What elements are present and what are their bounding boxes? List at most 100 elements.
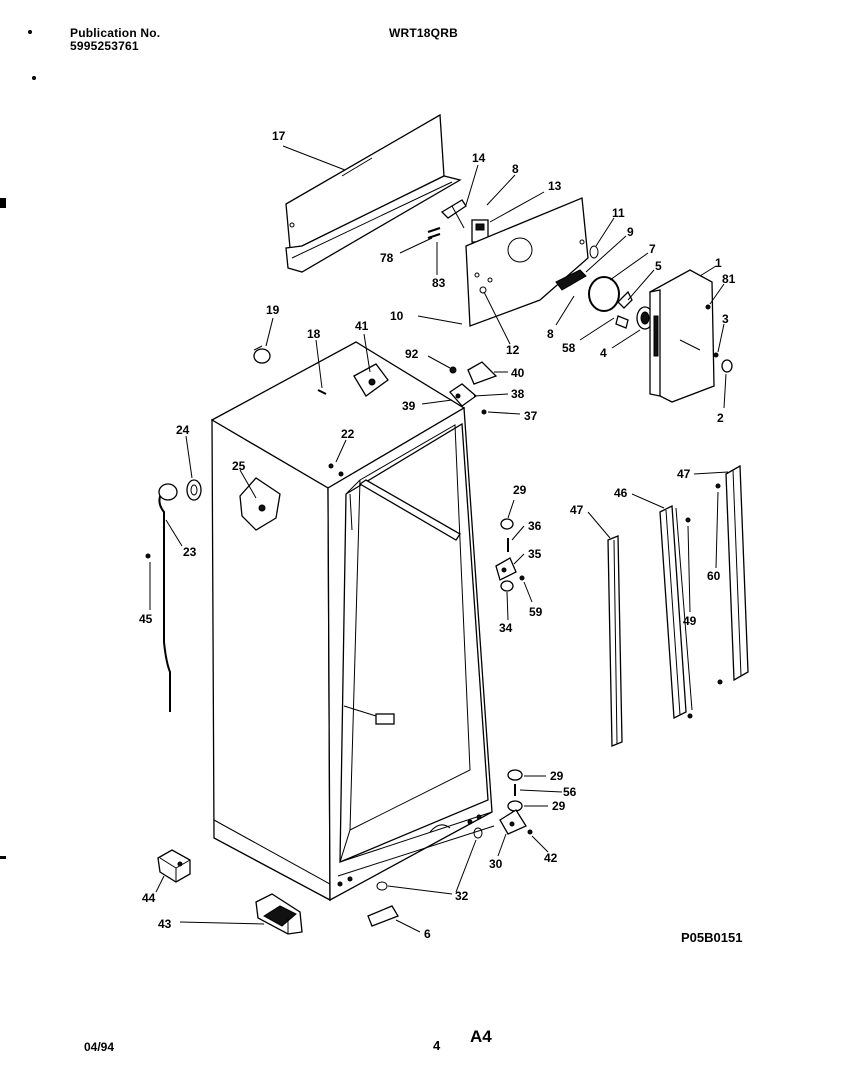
part-25-plate: [239, 477, 281, 531]
cabinet-shell: [210, 341, 495, 902]
callout-3: 3: [722, 312, 729, 326]
leader-58: [579, 317, 615, 341]
part-6-strip: [367, 905, 399, 927]
callout-1: 1: [715, 256, 722, 270]
callout-10: 10: [390, 309, 404, 323]
callout-7: 7: [649, 242, 656, 256]
callout-43: 43: [158, 917, 172, 931]
publication-block: Publication No. 5995253761: [70, 27, 160, 53]
leader-32a: [455, 839, 477, 893]
leader-3: [717, 323, 725, 353]
scan-mark: [0, 856, 6, 859]
callout-78: 78: [380, 251, 394, 265]
part-17-top-cover: [285, 113, 462, 273]
callout-46: 46: [614, 486, 628, 500]
leader-8b: [555, 295, 575, 326]
leader-1: [699, 265, 717, 277]
part-44-block: [157, 849, 191, 883]
callout-2: 2: [717, 411, 724, 425]
leader-49: [687, 525, 691, 613]
leader-29a: [507, 499, 515, 519]
callout-24: 24: [176, 423, 190, 437]
callout-32: 32: [455, 889, 469, 903]
callout-30: 30: [489, 857, 503, 871]
callout-34: 34: [499, 621, 513, 635]
callout-45: 45: [139, 612, 153, 626]
callout-49: 49: [683, 614, 697, 628]
callout-9: 9: [627, 225, 634, 239]
callout-58: 58: [562, 341, 576, 355]
part-37-screw: [481, 409, 487, 415]
leader-19: [265, 317, 274, 347]
leader-5: [627, 269, 655, 301]
callout-11: 11: [612, 206, 625, 220]
leader-39: [421, 399, 453, 405]
callout-60: 60: [707, 569, 721, 583]
scan-speck: [32, 76, 36, 80]
callout-12: 12: [506, 343, 520, 357]
part-43-bracket: [255, 893, 303, 935]
publication-number: 5995253761: [70, 39, 139, 53]
callout-5: 5: [655, 259, 662, 273]
part-29-bushing-upper: [500, 518, 514, 530]
footer-page-number: 4: [433, 1038, 441, 1053]
part-3-screw: [713, 352, 719, 358]
diagram-code: P05B0151: [681, 930, 743, 945]
callout-83: 83: [432, 276, 446, 290]
callout-23: 23: [183, 545, 197, 559]
part-92-screw: [449, 366, 457, 374]
part-24-washer: [186, 479, 202, 501]
part-5-fan-blade: [615, 290, 633, 329]
part-14-bracket: [440, 199, 467, 229]
part-49-screws: [685, 517, 693, 719]
callout-18: 18: [307, 327, 321, 341]
footer-sheet-id: A4: [470, 1027, 492, 1046]
footer-date: 04/94: [84, 1040, 115, 1054]
leader-4: [611, 329, 641, 349]
part-45-screw: [145, 553, 151, 559]
part-1-control-housing: [649, 269, 715, 403]
callout-13: 13: [548, 179, 562, 193]
callout-29b: 29: [550, 769, 564, 783]
part-32-ring-lower: [376, 881, 388, 891]
callout-29c: 29: [552, 799, 566, 813]
model-number: WRT18QRB: [389, 26, 458, 40]
leader-92: [427, 355, 451, 369]
callout-37: 37: [524, 409, 538, 423]
callout-14: 14: [472, 151, 486, 165]
callout-29a: 29: [513, 483, 527, 497]
leader-81: [709, 283, 725, 305]
leader-37: [487, 411, 521, 415]
part-60-screws: [715, 483, 723, 685]
part-23-tube: [158, 483, 178, 712]
part-40-hinge-cover: [467, 361, 498, 385]
leader-12: [483, 291, 511, 345]
callout-4: 4: [600, 346, 607, 360]
leader-78: [399, 237, 433, 254]
callout-8a: 8: [512, 162, 519, 176]
leader-36: [511, 525, 525, 541]
part-34-washer: [500, 580, 514, 592]
part-9-motor-bracket: [555, 269, 587, 291]
part-30-bottom-hinge: [499, 809, 527, 835]
callout-47b: 47: [677, 467, 691, 481]
scan-speck: [28, 30, 32, 34]
part-41-bracket: [353, 363, 389, 397]
part-29-bushing-lower-1: [507, 769, 523, 781]
part-2-knob: [721, 359, 733, 373]
callout-22: 22: [341, 427, 355, 441]
part-46-gasket: [659, 504, 693, 720]
leader-8a: [486, 174, 516, 206]
leader-44: [155, 875, 165, 893]
leader-30: [497, 833, 507, 857]
part-35-center-hinge: [495, 557, 517, 581]
leader-10: [417, 315, 463, 325]
leader-13: [489, 191, 545, 223]
leader-25: [239, 469, 257, 499]
part-59-screw: [519, 575, 525, 581]
callout-8b: 8: [547, 327, 554, 341]
callout-6: 6: [424, 927, 431, 941]
callout-17: 17: [272, 129, 286, 143]
callout-36: 36: [528, 519, 542, 533]
